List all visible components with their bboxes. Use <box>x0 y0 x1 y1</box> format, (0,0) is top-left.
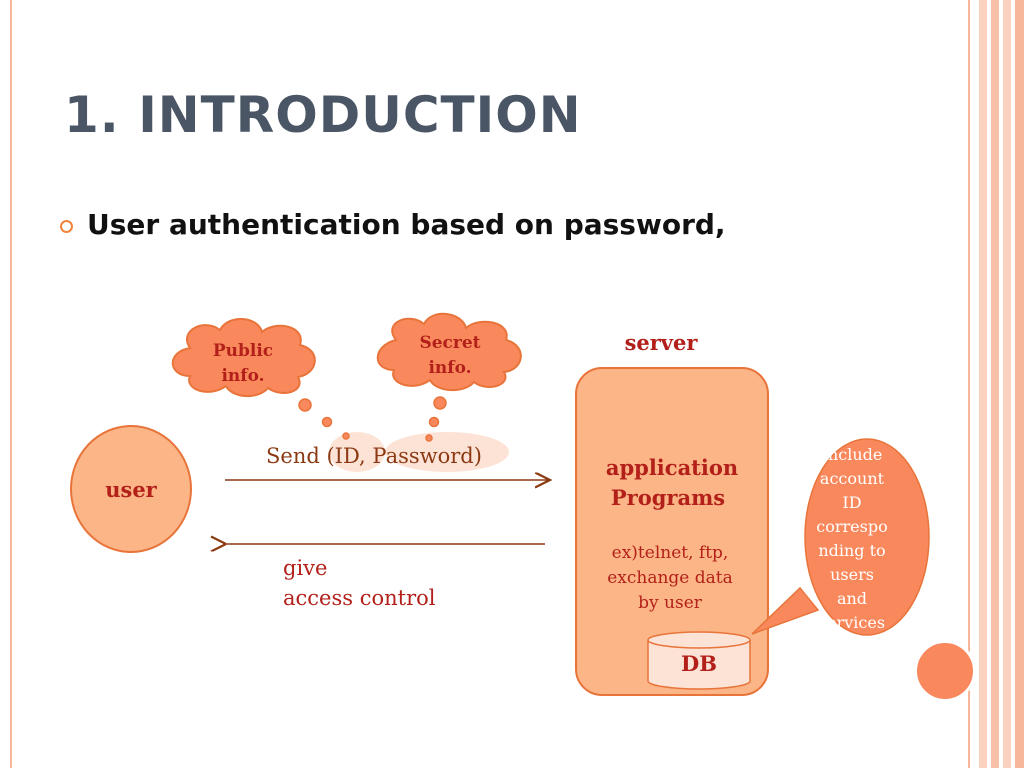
app-label-line2: Programs <box>611 485 725 510</box>
thought-bubble-dot <box>433 396 447 410</box>
example-line3: by user <box>638 593 703 613</box>
server-label: server <box>625 330 699 355</box>
public-info-line2: info. <box>221 366 264 386</box>
decorative-stripes <box>979 0 1024 768</box>
secret-info-line1: Secret <box>419 333 480 353</box>
bullet-item: User authentication based on password, <box>60 208 726 241</box>
callout-line: services <box>819 613 885 632</box>
user-circle <box>70 425 192 553</box>
thought-bubble-dot <box>428 416 440 428</box>
slide-frame <box>10 0 970 768</box>
callout-line: ID <box>842 493 861 512</box>
example-line1: ex)telnet, ftp, <box>612 543 729 563</box>
app-label-line1: application <box>606 455 738 480</box>
thought-bubble-dot <box>342 432 350 440</box>
callout-line: users <box>830 565 874 584</box>
slide-title: 1. INTRODUCTION <box>64 86 582 144</box>
thought-bubble-dot <box>298 398 312 412</box>
callout-line: nding to <box>818 541 885 560</box>
id-highlight <box>329 432 385 472</box>
bullet-text: User authentication based on password, <box>87 208 726 241</box>
callout-line: account <box>820 469 885 488</box>
access-control-label: access control <box>283 586 436 610</box>
public-info-line1: Public <box>213 341 273 361</box>
send-label: Send (ID, Password) <box>266 444 482 468</box>
give-label: give <box>283 556 327 580</box>
bullet-icon <box>60 220 73 233</box>
db-cylinder-top <box>647 631 751 649</box>
example-line2: exchange data <box>607 568 733 588</box>
callout-line: Include <box>822 445 883 464</box>
decorative-circle <box>914 640 976 702</box>
callout-line: correspo <box>816 517 887 536</box>
callout-joint <box>800 588 818 610</box>
server-box <box>575 367 769 696</box>
thought-bubble-dot <box>321 416 333 428</box>
callout-line: and <box>837 589 867 608</box>
secret-info-line2: info. <box>428 358 471 378</box>
password-highlight <box>385 432 509 472</box>
secret-info-cloud <box>376 312 522 391</box>
db-label: DB <box>681 651 717 676</box>
public-info-cloud <box>171 317 316 397</box>
db-cylinder-body <box>647 640 751 690</box>
thought-bubble-dot <box>425 434 433 442</box>
user-label: user <box>105 477 157 502</box>
callout-bubble <box>804 438 930 636</box>
